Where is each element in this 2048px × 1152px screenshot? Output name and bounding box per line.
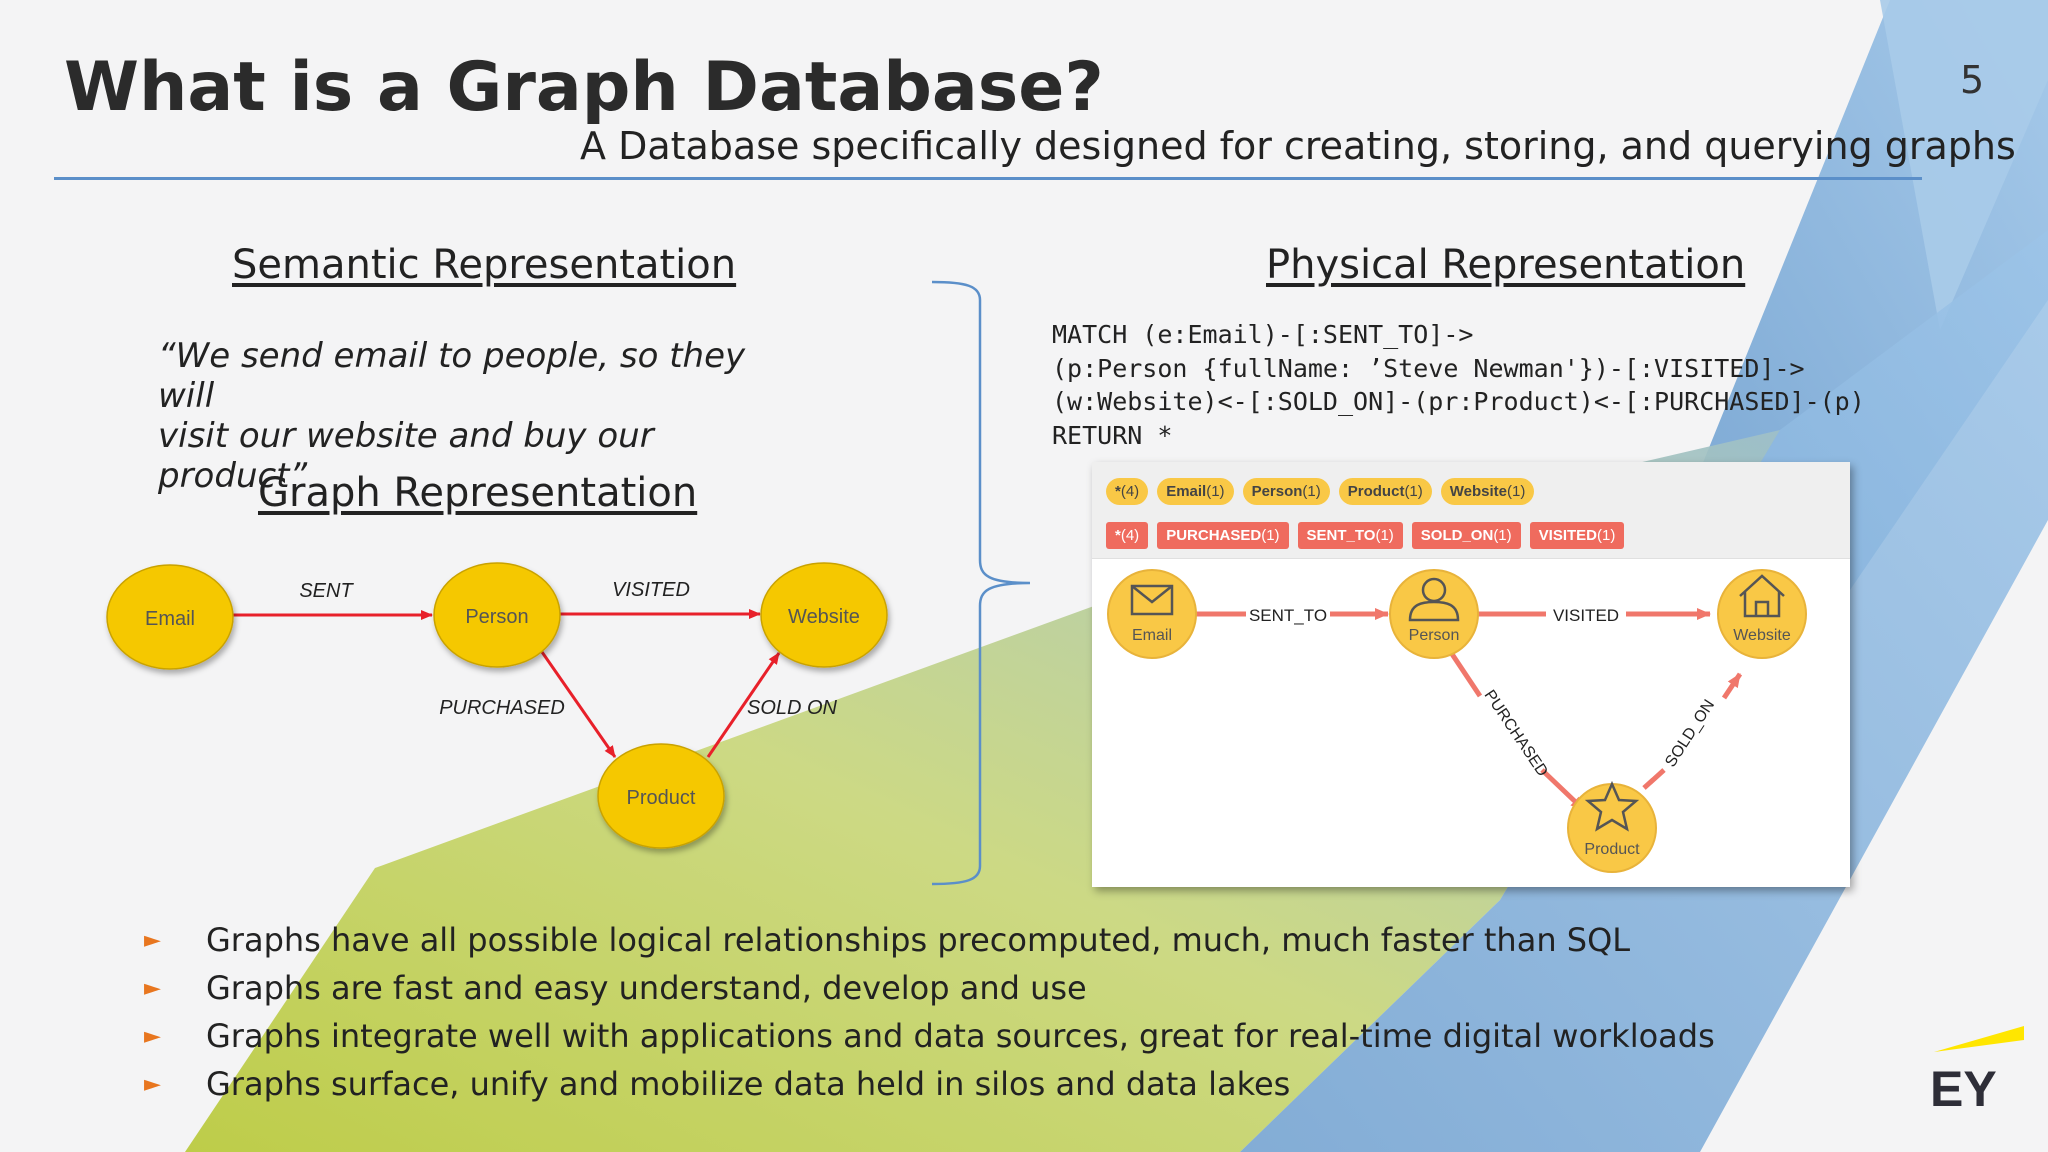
edge-label-visited: VISITED	[612, 579, 690, 601]
envelope-icon	[1130, 584, 1174, 616]
bullet-arrow-icon: ►	[144, 1023, 161, 1049]
neo-node-website[interactable]: Website	[1717, 569, 1807, 659]
label-chip-product[interactable]: Product(1)	[1338, 478, 1432, 505]
neo-node-email[interactable]: Email	[1107, 569, 1197, 659]
ey-logo: EY	[1930, 1026, 2024, 1116]
label-chip-website[interactable]: Website(1)	[1440, 478, 1535, 505]
neo4j-result-panel: *(4) Email(1) Person(1) Product(1) Websi…	[1092, 462, 1850, 887]
edge-purchased	[540, 651, 617, 758]
bullet-item: ►Graphs are fast and easy understand, de…	[140, 964, 1715, 1012]
edge-label-sold-on: SOLD ON	[747, 697, 838, 719]
home-icon	[1739, 574, 1785, 618]
cypher-line: (w:Website)<-[:SOLD_ON]-(pr:Product)<-[:…	[1052, 387, 1865, 416]
relationship-chips: *(4) PURCHASED(1) SENT_TO(1) SOLD_ON(1) …	[1106, 522, 1625, 549]
neo-node-product[interactable]: Product	[1567, 780, 1657, 873]
neo-node-product-label: Product	[1584, 841, 1640, 858]
bullet-item: ►Graphs surface, unify and mobilize data…	[140, 1060, 1715, 1108]
quote-line-1: “We send email to people, so they will	[158, 336, 746, 416]
label-chip-person[interactable]: Person(1)	[1242, 478, 1330, 505]
semantic-quote: “We send email to people, so they will v…	[158, 336, 798, 496]
neo-edge-sold-on-b	[1721, 672, 1743, 700]
graph-heading: Graph Representation	[258, 470, 698, 516]
quote-line-2: visit our website and buy our product”	[158, 416, 654, 496]
edge-sold-on	[706, 652, 781, 758]
cypher-line: RETURN *	[1052, 420, 1173, 450]
physical-heading: Physical Representation	[1266, 242, 1746, 288]
neo-node-email-label: Email	[1132, 627, 1172, 644]
node-email: Email	[106, 564, 234, 670]
neo-node-website-label: Website	[1733, 627, 1791, 644]
bullet-arrow-icon: ►	[144, 1071, 161, 1097]
neo-node-person[interactable]: Person	[1389, 569, 1479, 659]
node-website: Website	[760, 562, 888, 668]
node-email-label: Email	[145, 608, 195, 630]
semantic-heading: Semantic Representation	[232, 242, 737, 288]
bullet-arrow-icon: ►	[144, 927, 161, 953]
neo-node-person-label: Person	[1409, 627, 1460, 644]
slide-title: What is a Graph Database?	[64, 48, 1104, 127]
bullet-list: ►Graphs have all possible logical relati…	[140, 916, 1715, 1108]
node-product: Product	[597, 743, 725, 849]
cypher-line: (p:Person {fullName: ’Steve Newman'})-[:…	[1052, 353, 1805, 383]
rel-chip-sent-to[interactable]: SENT_TO(1)	[1297, 522, 1403, 549]
bracket	[931, 280, 1031, 886]
node-person-label: Person	[465, 606, 528, 628]
star-icon	[1584, 780, 1640, 832]
edge-label-purchased: PURCHASED	[439, 697, 565, 719]
cypher-query: MATCH (e:Email)-[:SENT_TO]-> (p:Person {f…	[1052, 318, 1865, 452]
cypher-line: MATCH (e:Email)-[:SENT_TO]->	[1052, 320, 1474, 349]
label-chip-email[interactable]: Email(1)	[1157, 478, 1234, 505]
neo-edge-label-visited: VISITED	[1553, 606, 1619, 625]
neo-edge-sold-on-a	[1642, 768, 1666, 790]
bullet-item: ►Graphs have all possible logical relati…	[140, 916, 1715, 964]
node-product-label: Product	[627, 787, 696, 809]
node-person: Person	[433, 562, 561, 668]
node-label-chips: *(4) Email(1) Person(1) Product(1) Websi…	[1106, 478, 1535, 505]
slide-subtitle: A Database specifically designed for cre…	[580, 124, 2016, 168]
neo-edge-purchased-a	[1445, 646, 1483, 698]
rel-chip-sold-on[interactable]: SOLD_ON(1)	[1411, 522, 1521, 549]
label-chip-all[interactable]: *(4)	[1106, 478, 1149, 505]
rel-chip-visited[interactable]: VISITED(1)	[1529, 522, 1625, 549]
title-divider	[54, 177, 1922, 180]
person-icon	[1408, 577, 1460, 622]
node-website-label: Website	[788, 606, 860, 628]
neo-edge-label-sold-on: SOLD_ON	[1662, 697, 1718, 770]
ey-logo-text: EY	[1930, 1061, 1997, 1116]
neo-edge-label-sent-to: SENT_TO	[1249, 606, 1327, 625]
edge-label-sent: SENT	[299, 580, 354, 602]
rel-chip-all[interactable]: *(4)	[1106, 522, 1149, 549]
neo-edge-label-purchased: PURCHASED	[1481, 687, 1551, 780]
neo4j-graph-canvas: SENT_TO VISITED PURCHASED SOLD_ON Email …	[1107, 569, 1807, 873]
rel-chip-purchased[interactable]: PURCHASED(1)	[1157, 522, 1289, 549]
bullet-arrow-icon: ►	[144, 975, 161, 1001]
slide-number: 5	[1960, 58, 1985, 102]
bullet-item: ►Graphs integrate well with applications…	[140, 1012, 1715, 1060]
